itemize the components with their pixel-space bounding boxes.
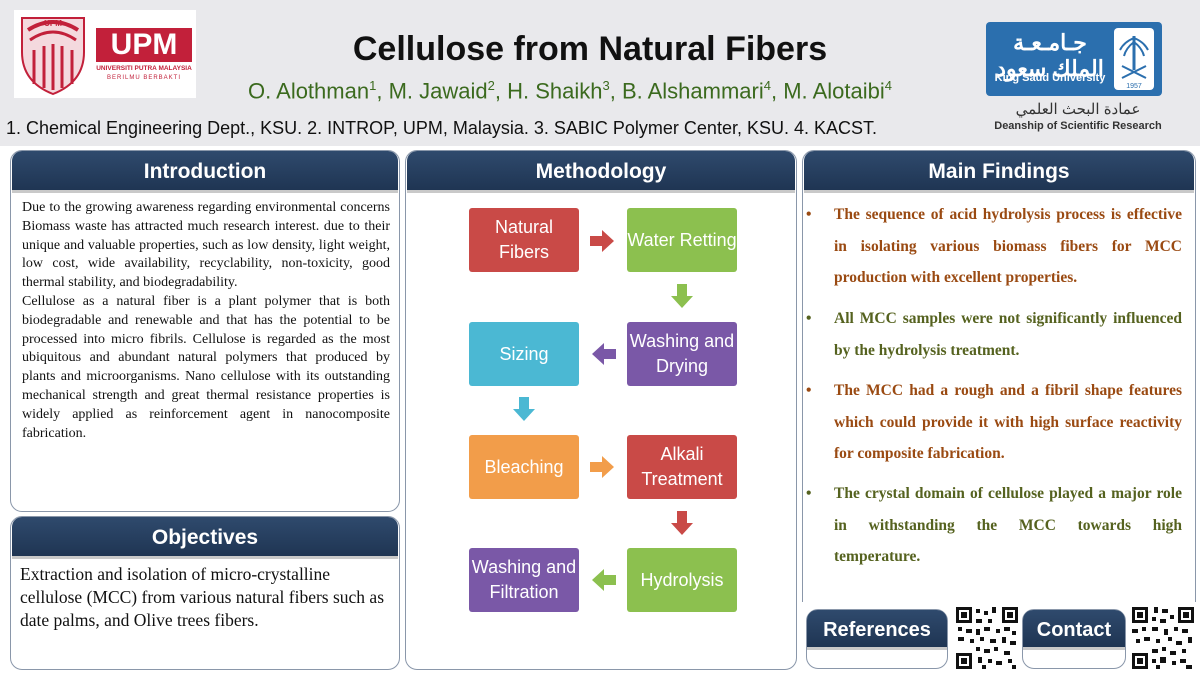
upm-wordmark: UPM	[110, 28, 178, 61]
arrow-right-icon	[590, 456, 614, 478]
author-name: O. Alothman	[248, 78, 370, 104]
finding-text: The MCC had a rough and a fibril shape f…	[834, 382, 1182, 462]
introduction-heading: Introduction	[12, 151, 398, 193]
arrow-down-icon	[671, 284, 693, 308]
finding-item: • The crystal domain of cellulose played…	[806, 478, 1182, 573]
deanship-arabic: عمادة البحث العلمي	[1015, 101, 1141, 118]
references-qr-code-icon[interactable]	[954, 605, 1020, 671]
introduction-panel	[10, 150, 400, 512]
finding-item: • The sequence of acid hydrolysis proces…	[806, 199, 1182, 294]
author-affiliation-number: 4	[884, 78, 892, 93]
arrow-down-icon	[513, 397, 535, 421]
upm-crest-icon: UPM	[16, 12, 192, 96]
step-sizing: Sizing	[469, 322, 579, 386]
findings-panel	[802, 150, 1196, 602]
author-affiliation-number: 3	[602, 78, 610, 93]
bullet-icon: •	[806, 310, 812, 327]
author-affiliation-number: 2	[487, 78, 495, 93]
contact-qr-code-icon[interactable]	[1130, 605, 1196, 671]
palm-swords-icon: 1957	[1114, 28, 1154, 90]
bullet-icon: •	[806, 382, 812, 399]
arrow-right-icon	[590, 230, 614, 252]
author-name: M. Jawaid	[388, 78, 488, 104]
references-heading: References	[807, 610, 947, 650]
ksu-arabic-name: جـامـعـة الملك سعود	[996, 30, 1104, 81]
upm-name: UNIVERSITI PUTRA MALAYSIA	[96, 65, 192, 72]
finding-item: • All MCC samples were not significantly…	[806, 303, 1182, 366]
arrow-down-icon	[671, 511, 693, 535]
step-hydrolysis: Hydrolysis	[627, 548, 737, 612]
step-water-retting: Water Retting	[627, 208, 737, 272]
upm-crest-label: UPM	[44, 19, 62, 28]
author-affiliation-number: 4	[763, 78, 771, 93]
author-name: M. Alotaibi	[783, 78, 885, 104]
objectives-heading: Objectives	[12, 517, 398, 559]
arrow-left-icon	[592, 343, 616, 365]
ksu-founding-year: 1957	[1126, 83, 1142, 90]
introduction-paragraph: Due to the growing awareness regarding e…	[22, 200, 390, 291]
bullet-icon: •	[806, 206, 812, 223]
deanship-english: Deanship of Scientific Research	[994, 120, 1162, 132]
step-alkali-treatment: Alkali Treatment	[627, 435, 737, 499]
findings-heading: Main Findings	[804, 151, 1194, 193]
finding-text: The sequence of acid hydrolysis process …	[834, 206, 1182, 286]
objectives-text: Extraction and isolation of micro-crysta…	[20, 564, 385, 630]
upm-motto: BERILMU BERBAKTI	[106, 75, 181, 81]
arrow-left-icon	[592, 569, 616, 591]
finding-text: All MCC samples were not significantly i…	[834, 310, 1182, 359]
introduction-paragraph: Cellulose as a natural fiber is a plant …	[22, 293, 390, 441]
contact-heading: Contact	[1023, 610, 1125, 650]
step-bleaching: Bleaching	[469, 435, 579, 499]
introduction-text: Due to the growing awareness regarding e…	[22, 199, 390, 443]
step-natural-fibers: Natural Fibers	[469, 208, 579, 272]
poster-title: Cellulose from Natural Fibers	[352, 30, 828, 68]
finding-text: The crystal domain of cellulose played a…	[834, 485, 1182, 565]
bullet-icon: •	[806, 485, 812, 502]
methodology-panel	[405, 150, 797, 670]
step-washing-filtration: Washing and Filtration	[469, 548, 579, 612]
ksu-logo: 1957	[986, 22, 1162, 96]
author-list: O. Alothman1, M. Jawaid2, H. Shaikh3, B.…	[248, 78, 892, 104]
finding-item: • The MCC had a rough and a fibril shape…	[806, 375, 1182, 470]
author-name: B. Alshammari	[621, 78, 764, 104]
affiliations: 1. Chemical Engineering Dept., KSU. 2. I…	[6, 118, 877, 138]
step-washing-drying: Washing and Drying	[627, 322, 737, 386]
author-affiliation-number: 1	[369, 78, 377, 93]
author-name: H. Shaikh	[507, 78, 603, 104]
upm-logo: UPM UPM UNIVERSITI PUTRA MALAYSIA BERILM…	[14, 10, 196, 98]
methodology-heading: Methodology	[407, 151, 795, 193]
ksu-english-name: King Saud University	[994, 72, 1106, 84]
